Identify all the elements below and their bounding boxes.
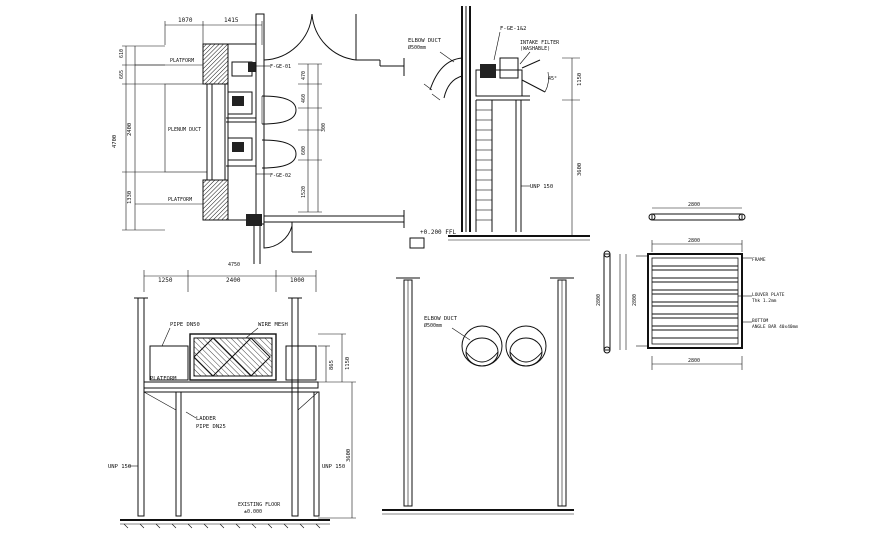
plan-dim-bottom: 4750 xyxy=(228,262,240,268)
filter-detail-view: 2800 2800 2800 2800 xyxy=(596,202,798,370)
front-label-ladder: LADDER xyxy=(196,416,217,422)
side-label-level: +0.200 FFL xyxy=(420,229,457,236)
side-label-fans: F-GE-1&2 xyxy=(500,26,527,32)
elbow-duct-right xyxy=(505,325,547,367)
plan-dim-right-5: 1520 xyxy=(301,186,307,198)
fan-unit-2 xyxy=(226,137,256,167)
louver-blades xyxy=(652,265,738,339)
fan-unit-1 xyxy=(226,91,256,123)
front-columns xyxy=(134,297,320,517)
front-label-platform: PLATFORM xyxy=(150,376,177,382)
side-label-intake-sub: (WASHABLE) xyxy=(520,46,550,52)
filter-dim-inner: 2800 xyxy=(632,294,638,306)
plan-dim-left-1: 610 xyxy=(119,49,125,58)
side-label-elbow-size: Ø500mm xyxy=(408,44,426,51)
filter-dim-top: 2800 xyxy=(688,202,700,208)
plan-dim-left-2: 665 xyxy=(119,70,125,79)
filter-label-louver: LOUVER PLATE xyxy=(752,292,785,298)
front-elevation-view: 1250 2400 1000 PIPE DN50 WIRE MESH xyxy=(108,270,356,529)
front-label-pipe: PIPE DN50 xyxy=(170,322,200,328)
side-section-view: 45° ELBOW DUCT Ø500mm F-GE-1&2 INTAKE FI… xyxy=(408,6,590,249)
plan-dim-top-1: 1070 xyxy=(178,17,193,24)
front-label-level-value: ±0.000 xyxy=(244,509,262,515)
front-label-level: EXISTING FLOOR xyxy=(238,502,281,508)
plan-dim-right-4: 600 xyxy=(301,146,307,155)
plan-label-platform-top: PLATFORM xyxy=(170,58,194,64)
plan-dim-right-2: 460 xyxy=(301,94,307,103)
filter-label-bottom-sub: ANGLE BAR 40x40mm xyxy=(752,324,798,330)
plan-label-fan-1: F-GE-01 xyxy=(270,64,291,70)
front-dim-height: 3600 xyxy=(346,449,352,462)
side-dim-height: 3600 xyxy=(577,163,583,176)
front-label-unp-right: UNP 150 xyxy=(322,464,345,470)
plan-label-platform-bottom: PLATFORM xyxy=(168,197,192,203)
front-dim-right-2: 1150 xyxy=(345,357,351,370)
plan-label-plenum: PLENUM DUCT xyxy=(168,127,201,133)
side-angle: 45° xyxy=(548,76,557,82)
plan-dim-right-3: 300 xyxy=(321,123,327,132)
front-dim-top-3: 1000 xyxy=(290,277,305,284)
front-label-wire: WIRE MESH xyxy=(258,322,288,328)
plan-dim-left-total: 4700 xyxy=(112,135,118,148)
side-label-unp: UNP 150 xyxy=(530,184,553,190)
front-dim-top-1: 1250 xyxy=(158,277,173,284)
filter-dim-mid: 2800 xyxy=(688,238,700,244)
elbow-duct-section: ELBOW DUCT Ø500mm xyxy=(382,277,574,515)
front-label-ladder-pipe: PIPE DN25 xyxy=(196,424,226,430)
plan-view: 1070 1415 610 665 4700 2400 1330 PLATFOR… xyxy=(112,13,405,268)
front-dim-right-1: 865 xyxy=(329,360,335,370)
filter-dim-bottom: 2800 xyxy=(688,358,700,364)
front-dim-top-2: 2400 xyxy=(226,277,241,284)
side-label-elbow: ELBOW DUCT xyxy=(408,38,442,44)
elbow-duct-left xyxy=(461,325,503,367)
filter-dim-side: 2800 xyxy=(596,294,602,306)
elbow-label-size: Ø500mm xyxy=(424,322,442,329)
filter-label-bottom: BOTTOM xyxy=(752,318,769,324)
plan-dim-right-1: 470 xyxy=(301,71,307,80)
side-label-intake: INTAKE FILTER xyxy=(520,40,560,46)
filter-label-louver-sub: Thk 1.2mm xyxy=(752,298,777,304)
front-label-unp-left: UNP 150 xyxy=(108,464,131,470)
filter-label-frame: FRAME xyxy=(752,257,766,263)
elbow-label: ELBOW DUCT xyxy=(424,316,458,322)
plan-label-fan-2: F-GE-02 xyxy=(270,173,291,179)
plan-dim-left-3: 2400 xyxy=(127,123,133,136)
plan-dim-top-2: 1415 xyxy=(224,17,239,24)
plan-dim-left-4: 1330 xyxy=(127,191,133,204)
side-dim-top: 1150 xyxy=(577,73,583,86)
